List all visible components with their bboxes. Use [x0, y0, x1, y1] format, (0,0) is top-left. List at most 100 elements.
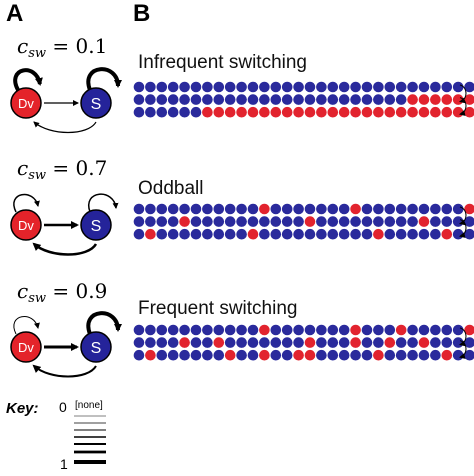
blue-dot	[133, 106, 145, 118]
blue-dot	[452, 337, 464, 348]
blue-dot	[384, 203, 396, 215]
blue-dot	[190, 81, 202, 93]
blue-dot	[270, 94, 282, 105]
blue-dot	[361, 94, 373, 105]
blue-dot	[156, 106, 168, 118]
blue-dot	[407, 324, 418, 336]
blue-dot	[395, 216, 407, 227]
transition-graph-3: Dv S	[10, 311, 122, 378]
s-node-label: S	[91, 96, 102, 113]
blue-dot	[452, 81, 464, 93]
blue-dot	[407, 337, 418, 348]
blue-dot	[236, 337, 247, 348]
blue-dot	[213, 228, 225, 240]
red-dot	[293, 106, 304, 118]
red-dot	[441, 94, 453, 105]
blue-dot	[270, 337, 282, 348]
blue-dot	[350, 349, 361, 361]
blue-dot	[373, 81, 384, 93]
blue-dot	[259, 228, 270, 240]
blue-dot	[464, 228, 474, 240]
blue-dot	[430, 324, 441, 336]
panel-b-label: B	[133, 0, 151, 27]
blue-dot	[190, 228, 202, 240]
blue-dot	[213, 203, 225, 215]
blue-dot	[327, 94, 339, 105]
blue-dot	[167, 94, 179, 105]
blue-dot	[452, 203, 464, 215]
red-dot	[145, 349, 156, 361]
blue-dot	[418, 228, 430, 240]
blue-dot	[430, 337, 441, 348]
blue-dot	[316, 216, 327, 227]
blue-dot	[373, 94, 384, 105]
blue-dot	[373, 324, 384, 336]
blue-dot	[316, 203, 327, 215]
blue-dot	[304, 203, 316, 215]
blue-dot	[304, 94, 316, 105]
blue-dot	[259, 337, 270, 348]
blue-dot	[236, 203, 247, 215]
red-dot	[259, 106, 270, 118]
red-dot	[418, 337, 430, 348]
blue-dot	[327, 228, 339, 240]
blue-dot	[179, 324, 190, 336]
blue-dot	[464, 349, 474, 361]
blue-dot	[407, 228, 418, 240]
red-dot	[259, 324, 270, 336]
blue-dot	[304, 81, 316, 93]
blue-dot	[236, 81, 247, 93]
blue-dot	[213, 94, 225, 105]
blue-dot	[338, 203, 350, 215]
dv-node-label: Dv	[18, 218, 34, 233]
blue-dot	[430, 228, 441, 240]
blue-dot	[145, 203, 156, 215]
blue-dot	[441, 216, 453, 227]
blue-dot	[384, 216, 396, 227]
red-dot	[270, 106, 282, 118]
blue-dot	[407, 203, 418, 215]
red-dot	[259, 349, 270, 361]
red-dot	[259, 203, 270, 215]
blue-dot	[145, 324, 156, 336]
oddball-title: Oddball	[138, 178, 204, 199]
blue-dot	[202, 349, 213, 361]
red-dot	[213, 106, 225, 118]
blue-dot	[133, 349, 145, 361]
blue-dot	[167, 349, 179, 361]
blue-dot	[293, 94, 304, 105]
dv-node	[10, 331, 42, 363]
blue-dot	[316, 349, 327, 361]
blue-dot	[384, 324, 396, 336]
blue-dot	[179, 106, 190, 118]
blue-dot	[224, 216, 236, 227]
blue-dot	[156, 228, 168, 240]
blue-dot	[202, 216, 213, 227]
blue-dot	[190, 216, 202, 227]
blue-dot	[384, 228, 396, 240]
blue-dot	[407, 349, 418, 361]
key-bottom-value: 1	[60, 456, 68, 472]
sequence-dots	[133, 81, 474, 361]
blue-dot	[452, 349, 464, 361]
red-dot	[316, 106, 327, 118]
row-wrap-arrow	[459, 327, 467, 347]
blue-dot	[145, 94, 156, 105]
red-dot	[304, 349, 316, 361]
red-dot	[452, 106, 464, 118]
blue-dot	[236, 216, 247, 227]
csw-label-3: csw = 0.9	[17, 279, 108, 306]
red-dot	[224, 106, 236, 118]
blue-dot	[190, 203, 202, 215]
blue-dot	[133, 337, 145, 348]
red-dot	[373, 106, 384, 118]
blue-dot	[247, 94, 259, 105]
blue-dot	[361, 324, 373, 336]
blue-dot	[247, 216, 259, 227]
blue-dot	[133, 203, 145, 215]
blue-dot	[247, 337, 259, 348]
s-node-label: S	[91, 218, 102, 235]
blue-dot	[270, 81, 282, 93]
s-node	[80, 87, 112, 119]
red-dot	[441, 106, 453, 118]
